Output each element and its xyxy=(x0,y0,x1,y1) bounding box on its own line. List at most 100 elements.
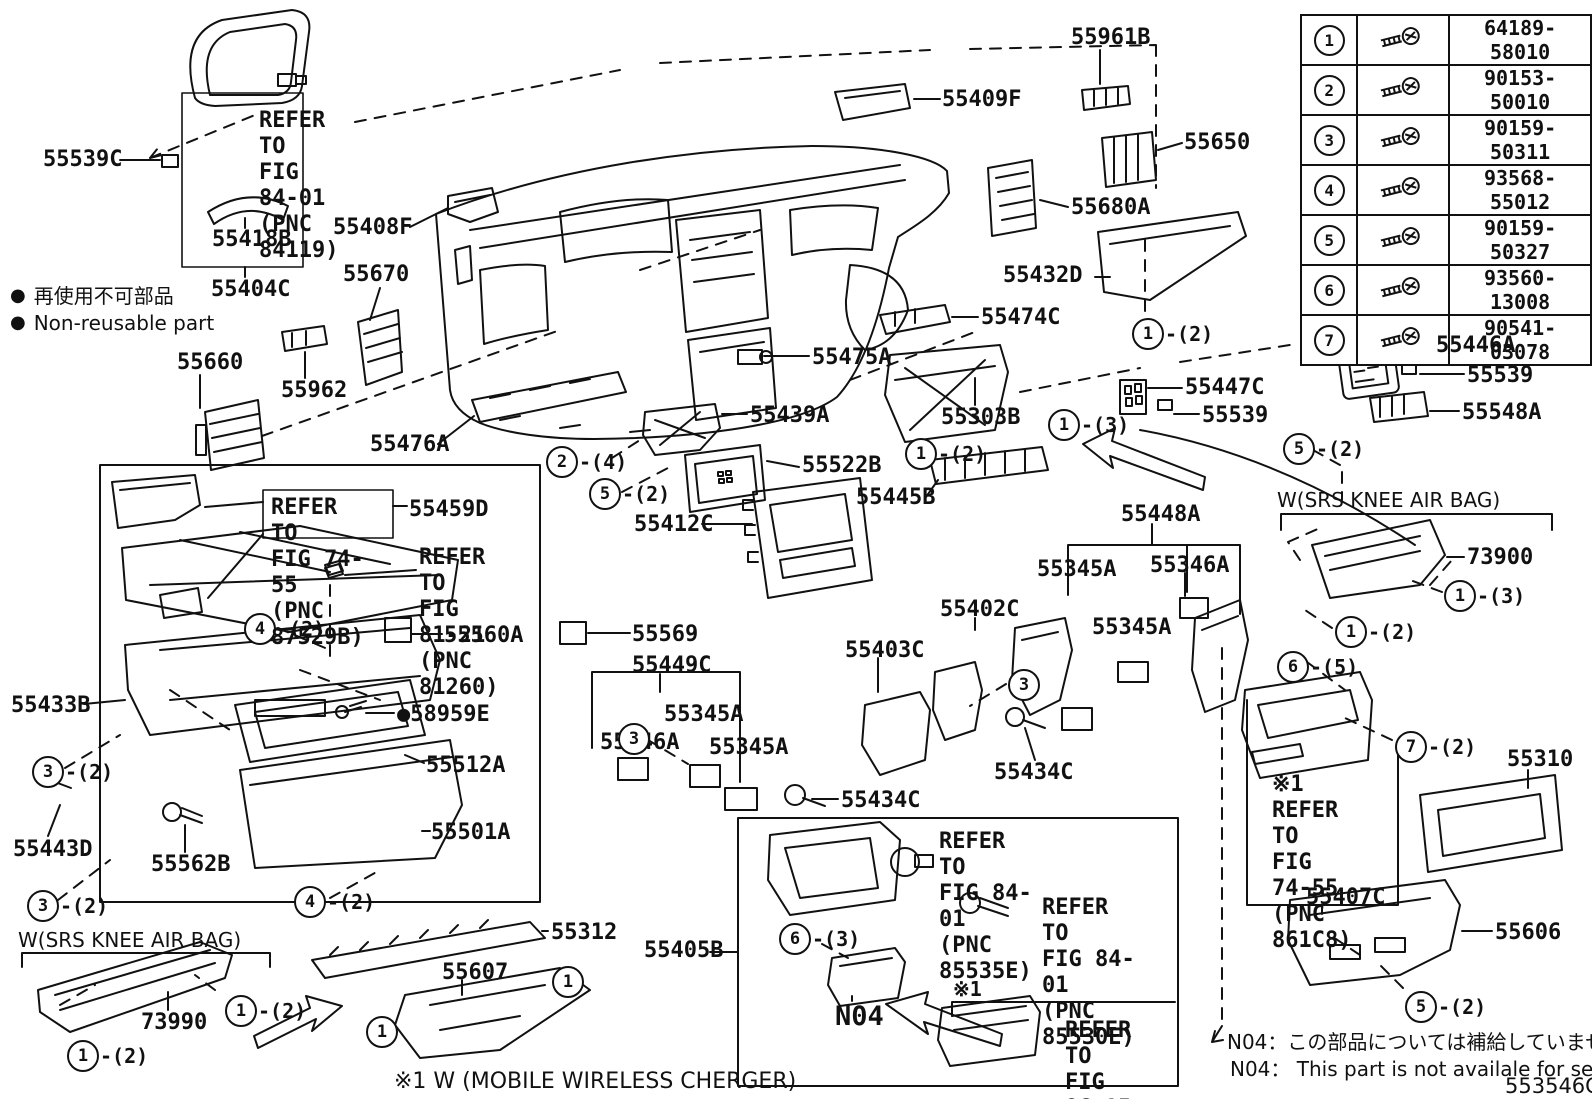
callout-number: 3 xyxy=(32,756,64,788)
part-number-label: 55345A xyxy=(664,702,744,727)
fastener-part-number: 93560-13008 xyxy=(1448,264,1592,316)
screw-icon xyxy=(1380,277,1421,298)
part-number-label: 55475A xyxy=(812,345,892,370)
callout-number: 6 xyxy=(1277,651,1309,683)
fastener-part-number: 93568-55012 xyxy=(1448,164,1592,216)
part-sketch-55474c xyxy=(879,304,951,335)
part-number-label: 55310 xyxy=(1507,747,1574,772)
callout-count: -(4) xyxy=(579,450,628,474)
arrow-icon xyxy=(1082,427,1206,491)
callout-number: 1 xyxy=(1335,616,1367,648)
part-sketch-55418b xyxy=(207,196,289,225)
callout-count: -(2) xyxy=(1438,995,1487,1019)
nonreusable-dot-icon: ● xyxy=(10,312,26,334)
fastener-part-number: 64189-58010 xyxy=(1448,14,1592,66)
part-number-label: 73900 xyxy=(1467,545,1534,570)
fastener-table-row: 4 93568-55012 xyxy=(1299,164,1592,216)
part-sketch-55407c xyxy=(1241,671,1373,779)
n04-note-en: N04： This part is not availale for servi… xyxy=(1230,1057,1592,1081)
callout-count: -(3) xyxy=(1477,584,1526,608)
part-sketch-55670 xyxy=(357,309,403,386)
part-number-label: 55670 xyxy=(343,262,410,287)
fastener-callout-number: 7 xyxy=(1313,324,1345,356)
part-number-label: 55408F xyxy=(333,215,413,240)
callout-count: -(2) xyxy=(60,894,109,918)
part-sketch-55660 xyxy=(204,399,265,471)
callout-count: -(5) xyxy=(1310,655,1359,679)
callout-number: 1 xyxy=(67,1040,99,1072)
part-number-label: 55439A xyxy=(750,403,830,428)
callout-count: -(2) xyxy=(100,1044,149,1068)
fastener-callout-number: 1 xyxy=(1313,24,1345,56)
part-number-label: 55607 xyxy=(442,960,509,985)
fastener-callout: 4-(2) xyxy=(244,613,325,645)
callout-number: 1 xyxy=(366,1016,398,1048)
part-number-label: 55539 xyxy=(1467,363,1534,388)
part-number-label: 55445B xyxy=(856,485,936,510)
refer-note: REFER TO FIG 84-01 (PNC 85535E) xyxy=(939,829,1032,984)
fastener-part-number: 90153-50010 xyxy=(1448,64,1592,116)
part-sketch-55310 xyxy=(1419,774,1563,873)
fastener-callout: 6-(3) xyxy=(779,923,860,955)
figure-code: 553546C xyxy=(1505,1074,1592,1098)
part-number-label: 55345A xyxy=(1037,557,1117,582)
part-sketch-55459d xyxy=(111,474,201,529)
refer-note: REFER TO FIG 84-01 (PNC 84119) xyxy=(259,108,339,263)
screw-icon xyxy=(1380,177,1421,198)
callout-count: -(2) xyxy=(622,482,671,506)
star1-note: ※1 xyxy=(953,977,982,1001)
fastener-callout: 7-(2) xyxy=(1395,731,1476,763)
screw-icon xyxy=(1380,77,1421,98)
callout-count: -(2) xyxy=(938,442,987,466)
fastener-callout: 1-(2) xyxy=(905,438,986,470)
wireless-charger-note: ※1 W (MOBILE WIRELESS CHERGER) xyxy=(394,1069,797,1094)
fastener-callout: 1 xyxy=(366,1016,398,1048)
fastener-callout: 3 xyxy=(618,723,650,755)
part-number-label: 55409F xyxy=(942,87,1022,112)
fastener-part-number: 90159-50327 xyxy=(1448,214,1592,266)
fastener-callout: 3 xyxy=(1008,669,1040,701)
fastener-table-row: 1 64189-58010 xyxy=(1299,14,1592,66)
part-sketch-55447c xyxy=(1119,379,1147,415)
part-number-label: 55650 xyxy=(1184,130,1251,155)
nonreusable-dot-icon: ● xyxy=(10,285,26,307)
part-sketch-55680a xyxy=(987,159,1037,237)
fastener-callout-number: 4 xyxy=(1313,174,1345,206)
fastener-table: 1 64189-58010 2 90153-50010 xyxy=(1299,14,1592,366)
part-sketch-55606 xyxy=(1287,879,1461,986)
refer-note: REFER TO FIG 74-55 (PNC 87529B) xyxy=(271,495,364,650)
part-sketch-55569 xyxy=(559,621,587,645)
fastener-callout: 1-(2) xyxy=(1335,616,1416,648)
part-sketch-55439a xyxy=(642,403,721,456)
part-sketch-73990 xyxy=(37,941,233,1033)
refer-note: REFER TO FIG 81-21 (PNC 81260) xyxy=(419,545,499,700)
part-number-label: 55539 xyxy=(1202,403,1269,428)
fastener-table-row: 3 90159-50311 xyxy=(1299,114,1592,166)
srs-note-right: W(SRS KNEE AIR BAG) xyxy=(1277,488,1501,512)
callout-number: 1 xyxy=(225,995,257,1027)
arrow-icon xyxy=(885,991,1003,1047)
part-number-label: 55443D xyxy=(13,837,93,862)
part-sketch-55548a xyxy=(1369,391,1429,423)
callout-count: -(2) xyxy=(258,999,307,1023)
part-sketch-55312 xyxy=(311,919,546,979)
part-sketch-55445b xyxy=(929,446,1049,485)
part-number-label: ●58959E xyxy=(397,702,490,727)
fastener-callout-number: 2 xyxy=(1313,74,1345,106)
part-sketch-55512a xyxy=(234,679,426,763)
callout-count: -(2) xyxy=(1165,322,1214,346)
refer-note: REFER TO FIG 84-01 (PNC 85530E) xyxy=(1042,895,1135,1050)
part-sketch-55522b xyxy=(684,444,766,513)
part-number-label: 55346A xyxy=(1150,553,1230,578)
part-sketch-55962 xyxy=(281,325,328,352)
fastener-callout: 3-(2) xyxy=(27,890,108,922)
part-sketch-55650 xyxy=(1101,131,1157,188)
part-sketch-55476a xyxy=(471,371,627,423)
part-number-label: 55402C xyxy=(940,597,1020,622)
callout-count: -(2) xyxy=(1428,735,1477,759)
part-number-label: 73990 xyxy=(141,1010,208,1035)
n04-note-jp: N04：この部品については補給していません xyxy=(1227,1030,1592,1054)
fastener-table-row: 6 93560-13008 xyxy=(1299,264,1592,316)
part-number-label: 55474C xyxy=(981,305,1061,330)
